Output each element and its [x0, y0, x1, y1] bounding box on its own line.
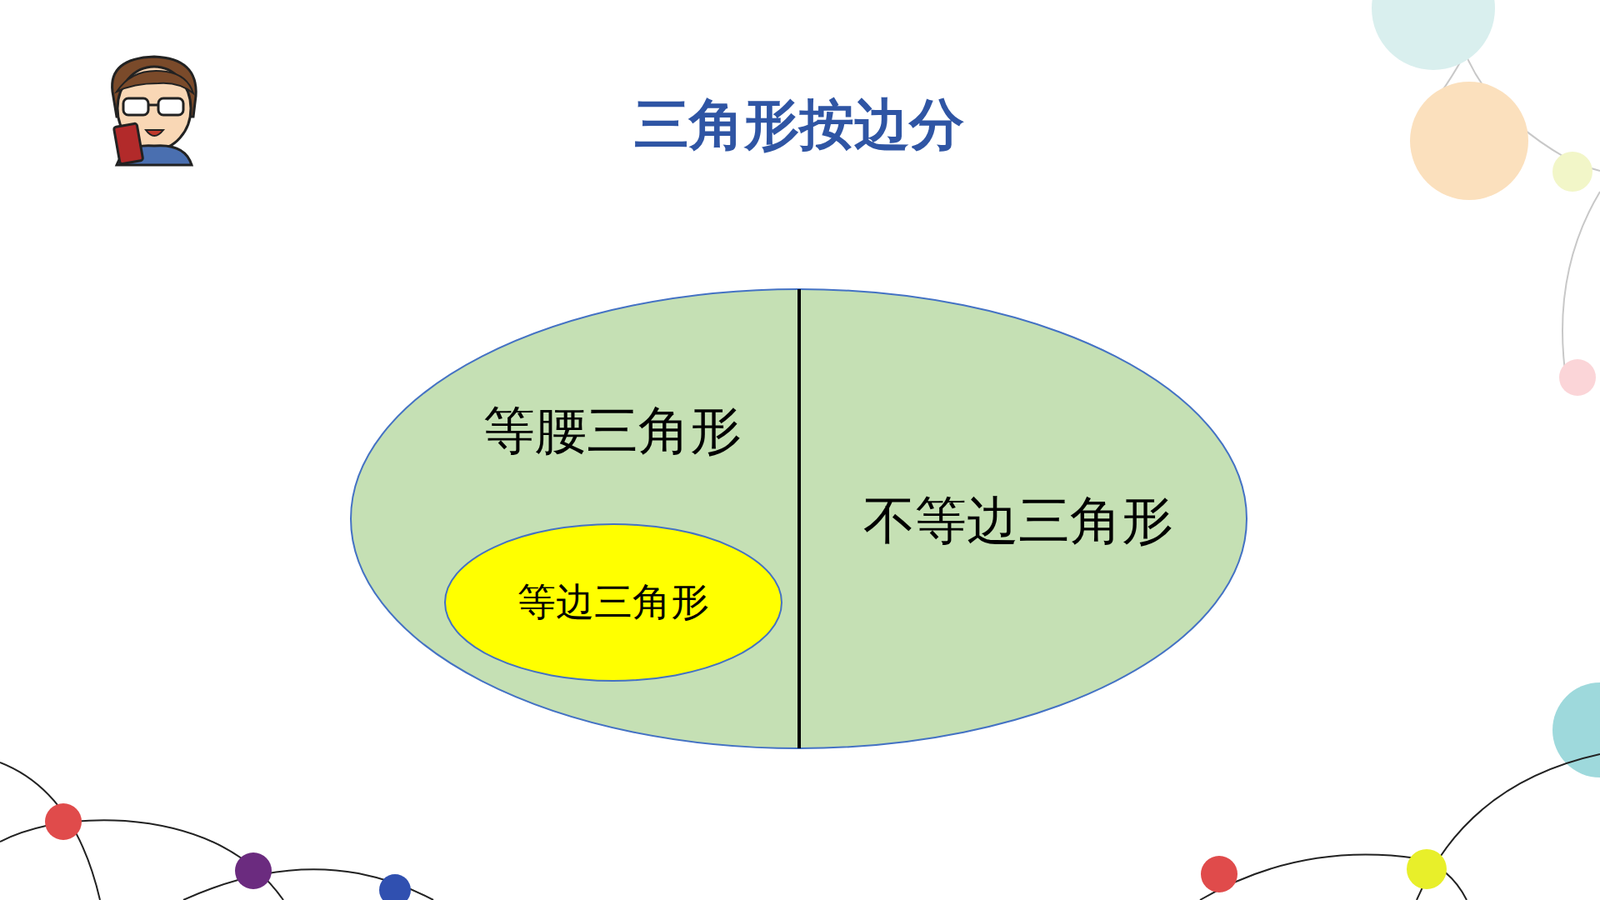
- deco-circle: [1552, 151, 1593, 192]
- deco-circle: [1552, 682, 1600, 778]
- slide-title: 三角形按边分: [634, 87, 965, 163]
- deco-circle: [1559, 359, 1596, 396]
- deco-circle: [379, 874, 411, 900]
- teacher-icon: [112, 56, 197, 165]
- deco-circle: [1371, 0, 1495, 70]
- outer-ellipse: [350, 289, 1247, 749]
- deco-circle: [1406, 849, 1447, 890]
- corner-decoration: [1416, 33, 1600, 384]
- node-label: 等腰三角形: [483, 395, 742, 466]
- deco-circle: [45, 803, 82, 840]
- node-label: 等边三角形: [517, 576, 710, 629]
- region-left: 等腰三角形等边三角形: [350, 289, 800, 749]
- deco-circle: [235, 852, 272, 890]
- corner-decoration: [0, 762, 434, 900]
- divider-line: [797, 289, 801, 749]
- region-right: 不等边三角形: [799, 289, 1247, 749]
- deco-circle: [1410, 81, 1529, 200]
- corner-decoration: [1200, 754, 1600, 900]
- inner-ellipse: 等边三角形: [444, 523, 783, 682]
- node-label: 不等边三角形: [863, 485, 1174, 556]
- deco-circle: [1200, 855, 1238, 893]
